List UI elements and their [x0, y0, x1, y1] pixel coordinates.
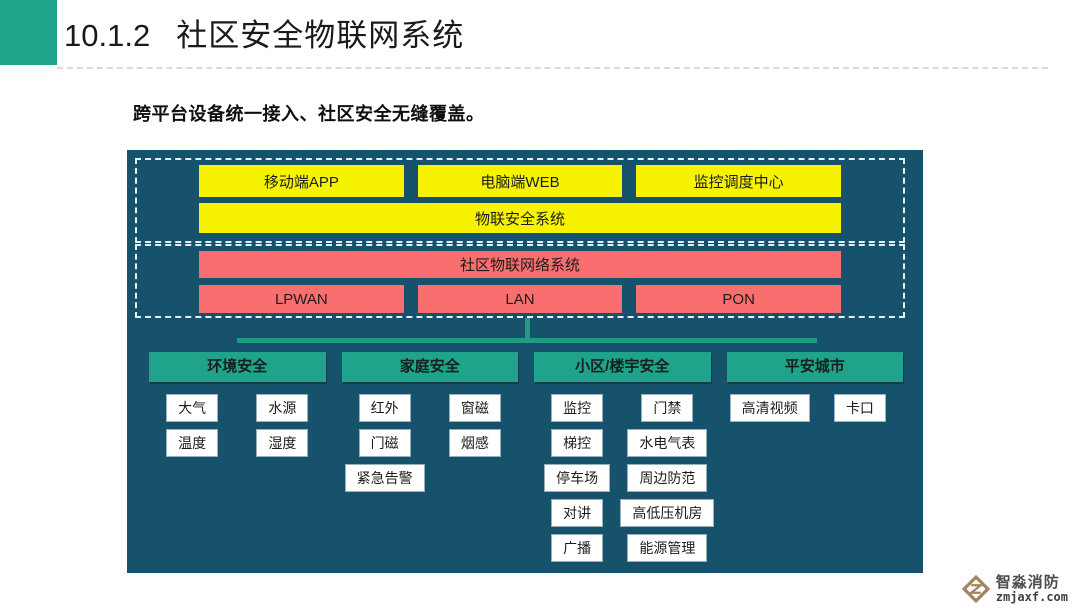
device-box: 水电气表 [628, 430, 707, 456]
page-title: 10.1.2 社区安全物联网系统 [64, 14, 464, 58]
application-layer-section: 移动端APP 电脑端WEB 监控调度中心 物联安全系统 [135, 158, 905, 243]
section-number: 10.1.2 [64, 18, 151, 53]
device-box: 对讲 [552, 500, 603, 526]
connector-horizontal-line [237, 338, 817, 343]
app-box-mobile: 移动端APP [199, 165, 404, 197]
watermark: 智淼消防 zmjaxf.com [961, 574, 1068, 604]
watermark-brand: 智淼消防 [995, 573, 1060, 591]
device-box: 能源管理 [628, 535, 707, 561]
watermark-site: zmjaxf.com [995, 589, 1068, 604]
device-box: 大气 [167, 395, 218, 421]
iot-security-platform-box: 物联安全系统 [199, 203, 841, 233]
column-header: 小区/楼宇安全 [534, 352, 711, 382]
column-header: 环境安全 [149, 352, 326, 382]
column-items: 红外 窗磁门磁 烟感紧急告警 [342, 395, 519, 491]
net-box-lan: LAN [417, 285, 623, 313]
title-accent-square [0, 0, 57, 65]
slide-subtitle: 跨平台设备统一接入、社区安全无缝覆盖。 [133, 104, 485, 124]
device-columns: 环境安全 大气 水源温度 湿度 家庭安全 红外 窗磁门磁 烟感紧急告警 小区/楼宇安全 … [149, 352, 903, 561]
device-box: 高清视频 [730, 395, 809, 421]
device-box: 卡口 [834, 395, 885, 421]
net-box-lpwan: LPWAN [199, 285, 404, 313]
device-box: 监控 [552, 395, 603, 421]
column-items: 高清视频卡口 [727, 395, 904, 421]
app-box-monitor-center: 监控调度中心 [636, 165, 842, 197]
device-column: 环境安全 大气 水源温度 湿度 [149, 352, 326, 561]
device-box: 烟感 [449, 430, 500, 456]
network-layer-section: 社区物联网络系统 LPWAN LAN PON [135, 244, 905, 318]
watermark-texts: 智淼消防 zmjaxf.com [996, 575, 1068, 603]
app-box-web: 电脑端WEB [417, 165, 623, 197]
title-divider [57, 67, 1048, 69]
application-boxes-row: 移动端APP 电脑端WEB 监控调度中心 [199, 165, 842, 197]
device-box: 窗磁 [449, 395, 500, 421]
device-box: 门禁 [642, 395, 693, 421]
column-header: 家庭安全 [341, 352, 518, 382]
device-box: 周边防范 [628, 465, 707, 491]
device-box: 门磁 [359, 430, 410, 456]
net-box-pon: PON [636, 285, 842, 313]
column-items: 大气 水源温度 湿度 [149, 395, 326, 456]
device-box: 水源 [257, 395, 308, 421]
device-box: 梯控 [552, 430, 603, 456]
device-box: 湿度 [257, 430, 308, 456]
device-box: 红外 [359, 395, 410, 421]
brand-diamond-icon [961, 574, 990, 604]
community-iot-network-box: 社区物联网络系统 [199, 251, 841, 278]
column-header: 平安城市 [726, 352, 903, 382]
device-box: 广播 [552, 535, 603, 561]
device-box: 紧急告警 [345, 465, 424, 491]
network-boxes-row: LPWAN LAN PON [199, 285, 842, 313]
device-column: 家庭安全 红外 窗磁门磁 烟感紧急告警 [341, 352, 519, 561]
device-column: 平安城市 高清视频卡口 [726, 352, 904, 561]
device-box: 高低压机房 [621, 500, 714, 526]
device-box: 停车场 [545, 465, 610, 491]
device-column: 小区/楼宇安全 监控 门禁梯控水电气表停车场周边防范对讲高低压机房广播能源管理 [534, 352, 714, 561]
connector-vertical-line [525, 318, 530, 340]
page-title-text: 社区安全物联网系统 [176, 18, 465, 53]
column-items: 监控 门禁梯控水电气表停车场周边防范对讲高低压机房广播能源管理 [534, 395, 714, 561]
iot-architecture-diagram: 移动端APP 电脑端WEB 监控调度中心 物联安全系统 社区物联网络系统 LPW… [127, 150, 923, 573]
device-box: 温度 [167, 430, 218, 456]
